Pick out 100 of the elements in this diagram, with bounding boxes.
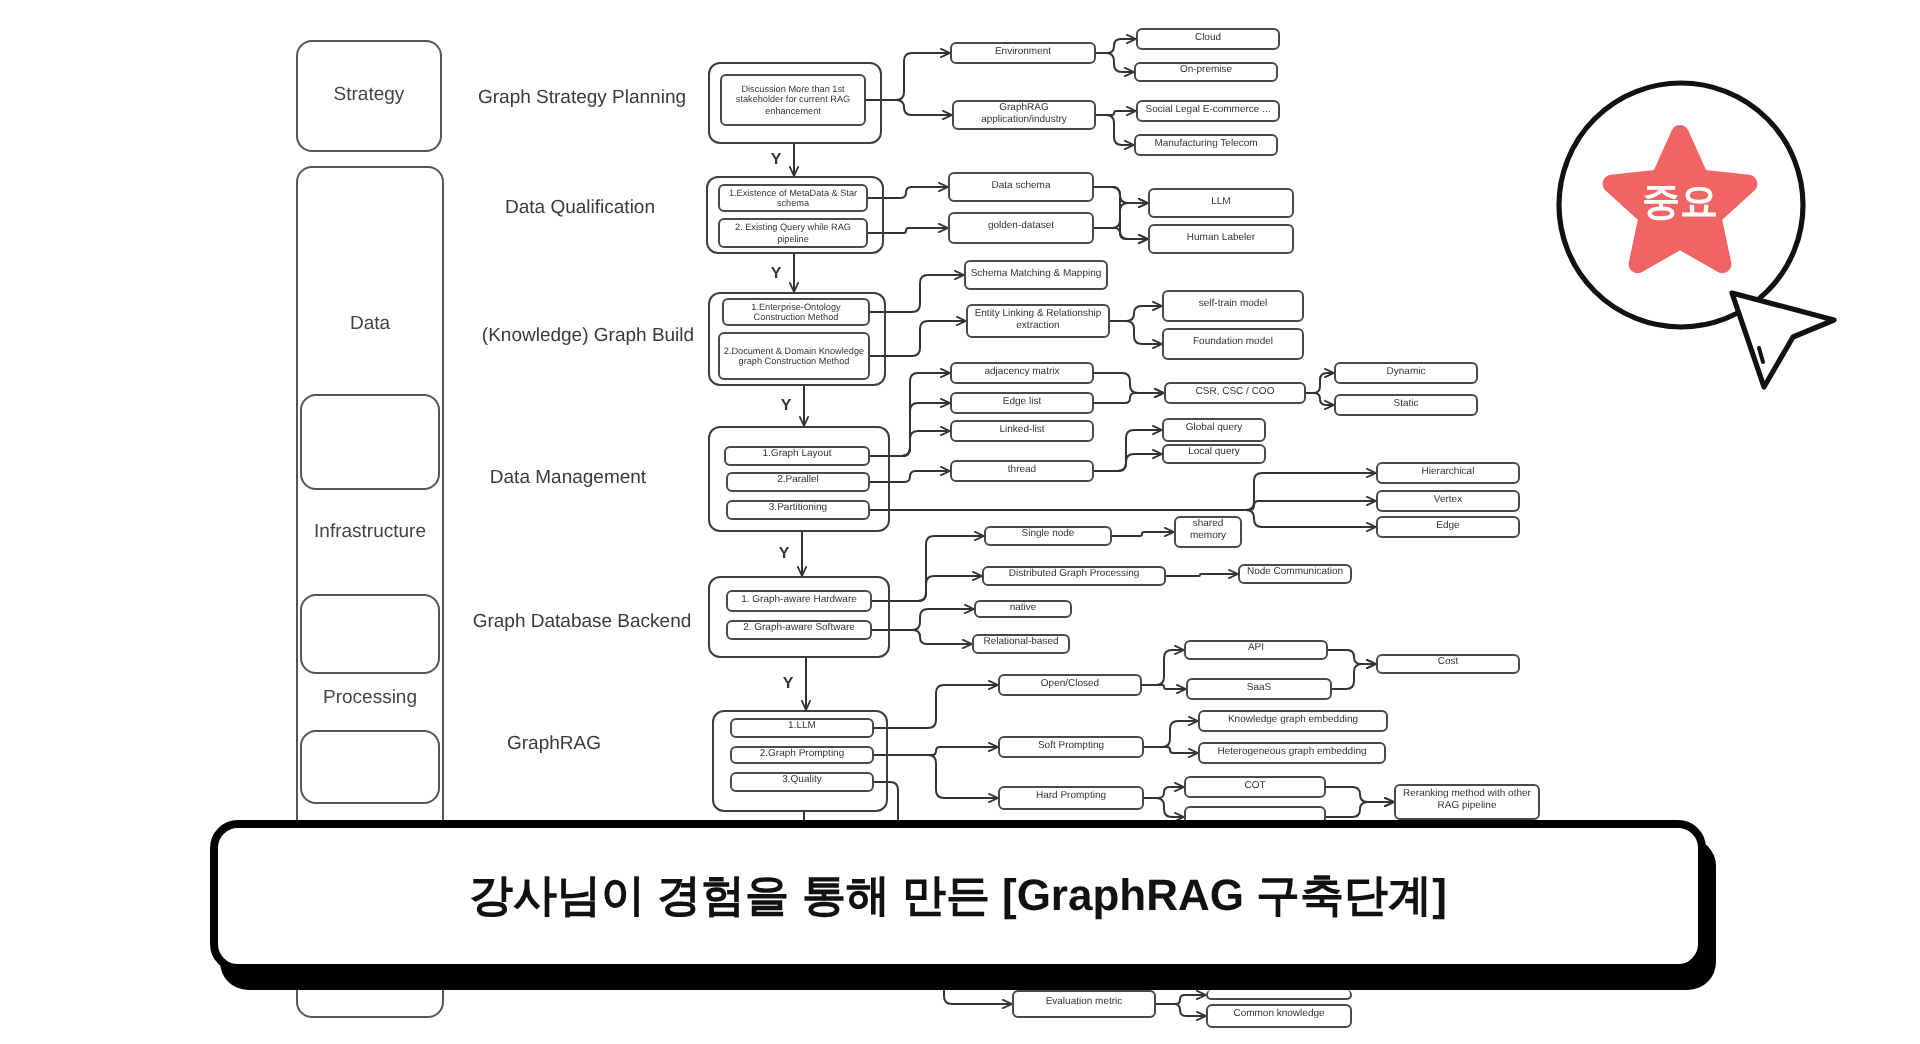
arrow: [867, 182, 949, 199]
process-box: [950, 42, 1096, 64]
stage-label: Graph Database Backend: [472, 612, 692, 632]
process-box: [726, 620, 872, 640]
section-frame: [300, 394, 440, 490]
arrow: [1095, 114, 1135, 150]
process-box: [1164, 382, 1306, 404]
process-box: [1206, 1004, 1352, 1028]
process-box: [1148, 188, 1294, 218]
process-box: [1334, 362, 1478, 384]
edge-label: Y: [768, 152, 784, 168]
arrow: [869, 316, 967, 357]
arrow: [789, 143, 799, 177]
process-box: [718, 332, 870, 380]
empty-box: [1206, 990, 1352, 1000]
process-box: [984, 526, 1112, 546]
process-box: [1376, 462, 1520, 484]
process-box: [726, 590, 872, 612]
arrow: [1109, 320, 1163, 349]
stage-name: Strategy: [331, 85, 407, 107]
process-box: [1376, 654, 1520, 674]
process-box: [1184, 776, 1326, 798]
process-box: [726, 500, 870, 520]
arrow: [873, 754, 999, 803]
process-box: [964, 260, 1108, 290]
arrow: [1093, 449, 1163, 472]
process-box: [730, 746, 874, 764]
arrow: [1331, 659, 1377, 690]
stage-name: Infrastructure: [312, 523, 428, 545]
process-box: [726, 472, 870, 492]
process-box: [950, 392, 1094, 414]
badge-label: 중요: [1640, 182, 1720, 226]
process-box: [730, 772, 874, 792]
stage-label: (Knowledge) Graph Build: [481, 326, 695, 346]
process-box: [1162, 418, 1266, 442]
arrow: [871, 629, 973, 649]
process-box: [1184, 640, 1328, 660]
arrow: [1165, 569, 1239, 579]
process-box: [1162, 290, 1304, 322]
stage-label: GraphRAG: [507, 734, 601, 754]
group-frame: [706, 176, 884, 254]
process-box: [722, 298, 870, 326]
process-box: [1134, 62, 1278, 82]
edge-label: Y: [776, 546, 792, 562]
process-box: [948, 172, 1094, 202]
stage-label: Graph Strategy Planning: [477, 88, 687, 108]
stage-name: Processing: [321, 689, 419, 711]
arrow: [871, 571, 983, 602]
process-box: [1186, 678, 1332, 700]
group-frame: [708, 576, 890, 658]
process-box: [974, 600, 1072, 618]
process-box: [1012, 990, 1156, 1018]
process-box: [950, 460, 1094, 482]
arrow: [1143, 746, 1199, 758]
process-box: [1162, 328, 1304, 360]
process-box: [1334, 394, 1478, 416]
arrow: [867, 223, 949, 234]
process-box: [1376, 516, 1520, 538]
process-box: [724, 446, 870, 466]
process-box: [998, 736, 1144, 758]
process-box: [718, 218, 868, 248]
section-frame: [300, 730, 440, 804]
group-frame: [708, 426, 890, 532]
process-box: [1394, 784, 1540, 820]
group-frame: [712, 710, 888, 812]
arrow: [1143, 797, 1185, 822]
process-box: [1136, 28, 1280, 50]
arrow: [1155, 1003, 1207, 1021]
arrow: [1141, 684, 1187, 694]
process-box: [948, 212, 1094, 244]
section-frame: [300, 594, 440, 674]
edge-label: Y: [768, 265, 784, 281]
process-box: [982, 566, 1166, 586]
arrow: [865, 99, 953, 120]
process-box: [972, 634, 1070, 654]
process-box: [718, 184, 868, 212]
stage-label: Data Qualification: [505, 198, 655, 218]
stage-box: [296, 166, 444, 1018]
arrow: [869, 509, 1377, 532]
process-box: [1148, 224, 1294, 254]
arrow: [1111, 527, 1175, 537]
arrow: [873, 680, 999, 729]
process-box: [730, 718, 874, 738]
arrow: [1095, 52, 1135, 77]
arrow: [1093, 388, 1165, 404]
process-box: [998, 674, 1142, 696]
arrow: [1305, 392, 1335, 410]
process-box: [966, 304, 1110, 338]
process-box: [950, 420, 1094, 442]
process-box: [1174, 516, 1242, 548]
arrow: [869, 270, 965, 313]
group-frame: [708, 292, 886, 386]
process-box: [952, 100, 1096, 130]
edge-label: Y: [778, 398, 794, 414]
banner-title: 강사님이 경험을 통해 만든 [GraphRAG 구축단계]: [469, 868, 1447, 924]
process-box: [1376, 490, 1520, 512]
process-box: [998, 786, 1144, 810]
arrow: [1093, 227, 1149, 244]
process-box: [1198, 742, 1386, 764]
process-box: [1136, 100, 1280, 122]
